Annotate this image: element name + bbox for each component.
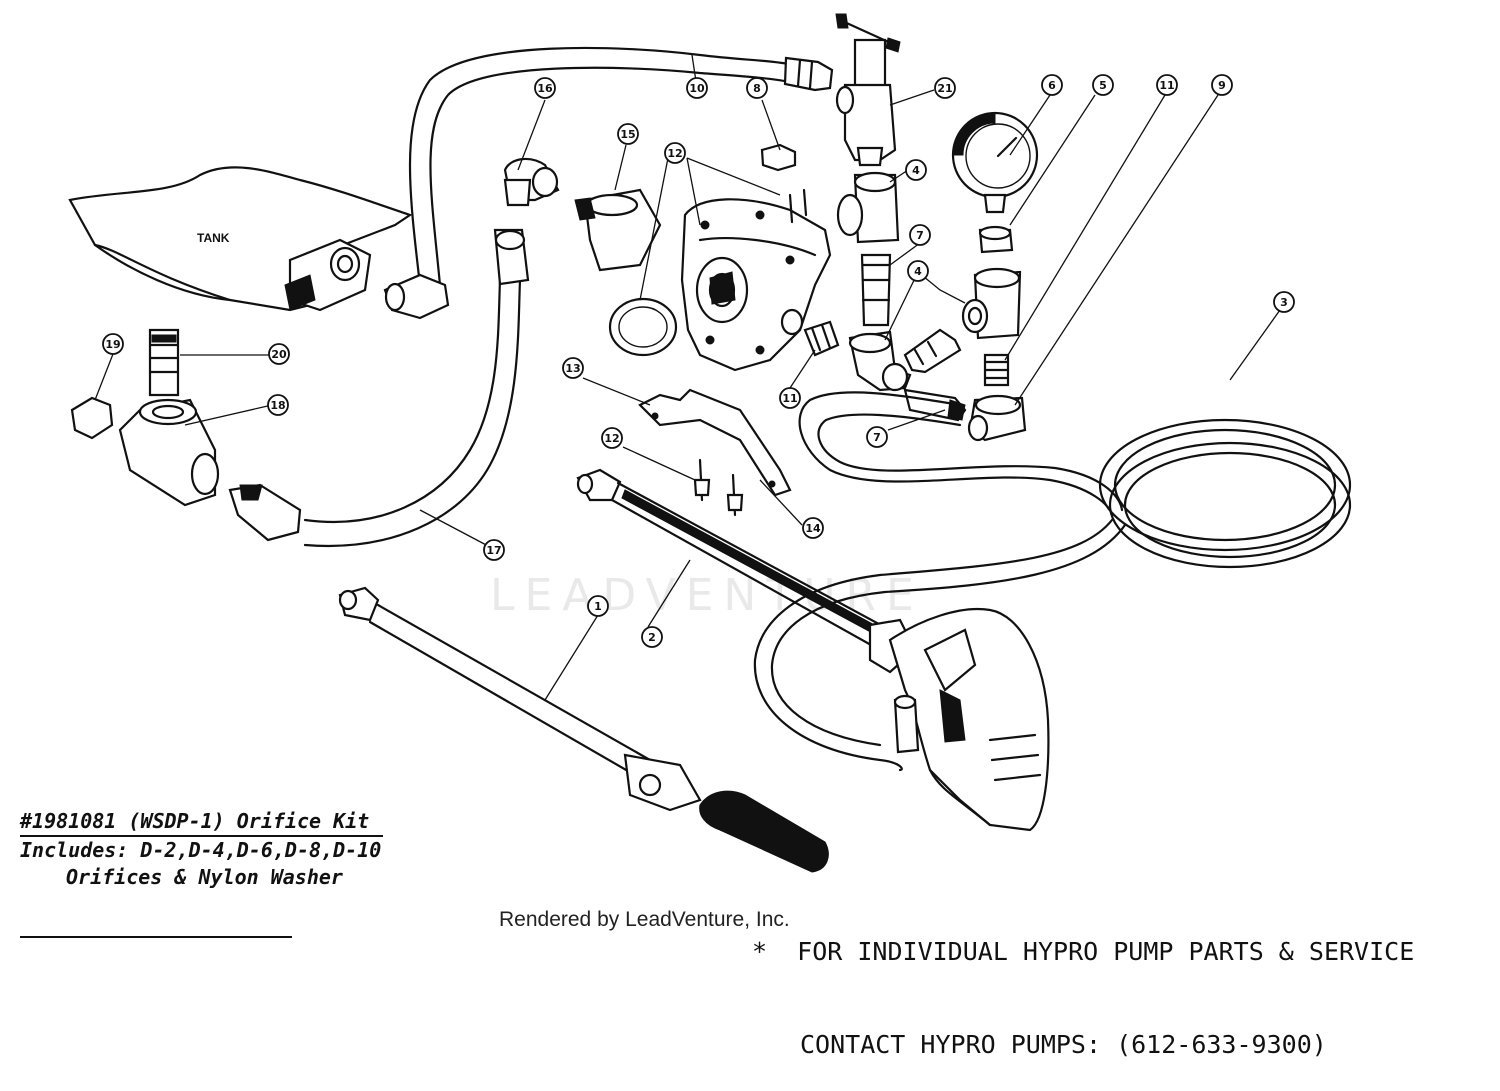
svg-text:11: 11 [782, 392, 797, 405]
service-note: * FOR INDIVIDUAL HYPRO PUMP PARTS & SERV… [752, 874, 1414, 1091]
callout-4-upper: 4 [905, 159, 927, 181]
callout-5: 5 [1092, 74, 1114, 96]
callout-9: 9 [1211, 74, 1233, 96]
pump-12 [608, 143, 832, 372]
callout-14: 14 [802, 517, 824, 539]
callout-7-upper: 7 [909, 224, 931, 246]
bracket-13 [638, 388, 792, 517]
callout-8: 8 [746, 77, 768, 99]
kit-title: #1981081 (WSDP-1) Orifice Kit [20, 808, 384, 837]
svg-text:1: 1 [594, 600, 602, 613]
gauge-tee [961, 267, 1027, 442]
tee-4-upper [836, 171, 900, 327]
svg-text:20: 20 [271, 348, 287, 361]
tee-4-lower [848, 328, 967, 422]
svg-text:8: 8 [753, 82, 761, 95]
kit-includes: Includes: D-2,D-4,D-6,D-8,D-10 [20, 838, 382, 862]
svg-text:4: 4 [914, 265, 922, 278]
kit-orifices: Orifices & Nylon Washer [66, 865, 343, 889]
callout-11-upper: 11 [1156, 74, 1178, 96]
svg-text:21: 21 [937, 82, 952, 95]
tee-18 [70, 328, 220, 507]
lance-1 [338, 586, 829, 873]
svg-text:10: 10 [689, 82, 705, 95]
svg-text:7: 7 [873, 431, 881, 444]
callout-17: 17 [483, 539, 505, 561]
callout-19: 19 [102, 333, 124, 355]
svg-text:14: 14 [805, 522, 821, 535]
svg-text:4: 4 [912, 164, 920, 177]
hose-10 [383, 46, 834, 320]
callout-11-lower: 11 [779, 387, 801, 409]
hose-17 [228, 228, 530, 547]
elbow-16 [503, 157, 560, 207]
orifice-kit-note: #1981081 (WSDP-1) Orifice Kit Includes: … [20, 808, 384, 891]
tank-label: TANK [197, 231, 230, 245]
callout-6: 6 [1041, 74, 1063, 96]
callout-12-upper: 12 [664, 142, 686, 164]
callout-13: 13 [562, 357, 584, 379]
svg-text:7: 7 [916, 229, 924, 242]
svg-text:5: 5 [1099, 79, 1107, 92]
callout-1: 1 [587, 595, 609, 617]
check-valve-15 [574, 188, 662, 272]
callout-2: 2 [641, 626, 663, 648]
parts-diagram: LEADVENTURE TANK [68, 13, 1352, 873]
svg-text:18: 18 [270, 399, 285, 412]
rendered-by-credit: Rendered by LeadVenture, Inc. [499, 908, 790, 931]
service-note-line2: CONTACT HYPRO PUMPS: (612-633-9300) [800, 1030, 1327, 1059]
gauge-6 [951, 111, 1039, 254]
leader-lines [94, 54, 1281, 701]
relief-valve-21 [835, 13, 901, 167]
nipple-11 [803, 320, 840, 357]
svg-text:17: 17 [486, 544, 501, 557]
svg-text:15: 15 [620, 128, 635, 141]
svg-text:19: 19 [105, 338, 120, 351]
svg-text:9: 9 [1218, 79, 1226, 92]
svg-text:12: 12 [667, 147, 682, 160]
svg-text:6: 6 [1048, 79, 1056, 92]
svg-text:3: 3 [1280, 296, 1288, 309]
callout-18: 18 [267, 394, 289, 416]
svg-text:11: 11 [1159, 79, 1174, 92]
svg-text:12: 12 [604, 432, 619, 445]
callout-3: 3 [1273, 291, 1295, 313]
callout-12-lower: 12 [601, 427, 623, 449]
hose-3 [753, 391, 1352, 772]
svg-text:2: 2 [648, 631, 656, 644]
callout-10: 10 [686, 77, 708, 99]
callout-21: 21 [934, 77, 956, 99]
callout-4-lower: 4 [907, 260, 929, 282]
svg-text:16: 16 [537, 82, 553, 95]
callout-20: 20 [268, 343, 290, 365]
spray-gun [888, 608, 1050, 832]
callout-7-lower: 7 [866, 426, 888, 448]
tank: TANK [68, 166, 413, 312]
callout-15: 15 [617, 123, 639, 145]
callout-16: 16 [534, 77, 556, 99]
svg-text:13: 13 [565, 362, 580, 375]
bottom-rule [20, 936, 292, 938]
